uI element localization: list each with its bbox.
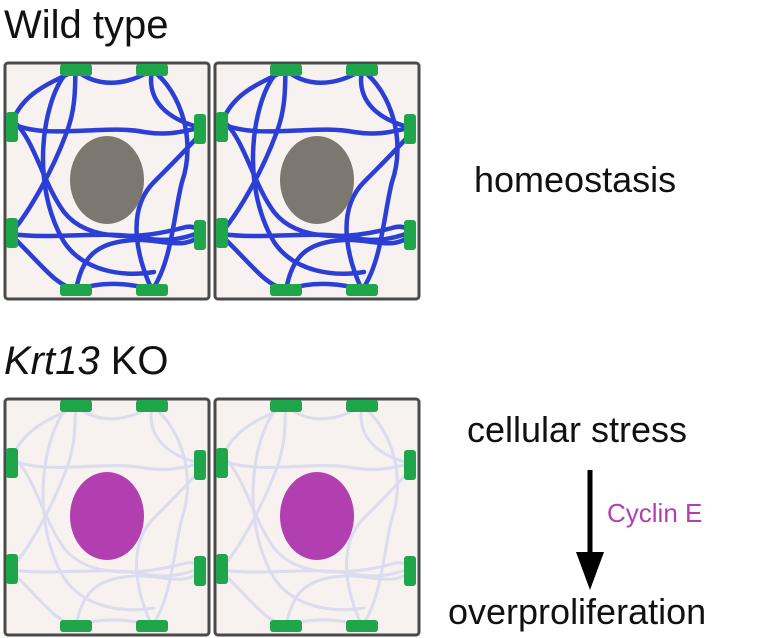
cell-junction xyxy=(270,400,302,412)
keratin-filament xyxy=(284,568,414,628)
knockout-title: Krt13 KO xyxy=(4,339,169,383)
cell-junction xyxy=(404,220,416,250)
nucleus xyxy=(280,136,354,224)
cell-junction xyxy=(60,284,92,296)
down-arrow xyxy=(576,470,604,590)
keratin-filament xyxy=(149,404,204,466)
cell-junction xyxy=(6,554,18,584)
keratin-filament xyxy=(345,466,414,628)
keratin-filament xyxy=(148,67,205,131)
keratin-filament xyxy=(73,231,205,293)
keratin-filament xyxy=(360,404,399,628)
cell-junction xyxy=(346,284,378,296)
cell-junction xyxy=(6,448,18,478)
overproliferation-label: overproliferation xyxy=(448,591,706,632)
keratin-filament xyxy=(10,566,204,578)
cell-junction xyxy=(194,220,206,250)
keratin-filament xyxy=(219,229,415,243)
keratin-filament xyxy=(359,404,414,466)
keratin-filament xyxy=(74,568,204,628)
keratin-filament xyxy=(220,566,414,578)
cell-junction xyxy=(194,556,206,586)
cell-junction xyxy=(60,400,92,412)
keratin-filament xyxy=(150,404,189,628)
cell-junction xyxy=(60,620,92,632)
wild-type-cell-left xyxy=(3,61,211,301)
nucleus xyxy=(70,136,144,224)
cell-junction xyxy=(404,556,416,586)
cell-junction xyxy=(6,218,18,248)
keratin-filament xyxy=(40,73,157,276)
keratin-filament xyxy=(344,129,415,293)
cell-junction xyxy=(346,400,378,412)
cell-junction xyxy=(216,218,228,248)
keratin-filament xyxy=(9,67,79,235)
nucleus xyxy=(280,472,354,560)
keratin-filament xyxy=(134,129,205,293)
cell-junction xyxy=(270,64,302,76)
keratin-filament xyxy=(250,73,367,276)
cell-junction xyxy=(346,620,378,632)
cell-junction xyxy=(404,114,416,144)
cell-junction xyxy=(404,450,416,480)
keratin-filament xyxy=(251,410,366,612)
homeostasis-label: homeostasis xyxy=(474,159,676,200)
keratin-filament xyxy=(9,229,205,243)
cell-junction xyxy=(216,448,228,478)
knockout-cell-right xyxy=(213,397,421,637)
knockout-gene-name: Krt13 xyxy=(4,339,100,383)
wild-type-title: Wild type xyxy=(4,3,169,47)
keratin-filament xyxy=(359,67,400,293)
keratin-filament xyxy=(283,231,415,293)
cell-junction xyxy=(136,284,168,296)
cell-junction xyxy=(136,620,168,632)
keratin-filament xyxy=(358,67,415,131)
cyclin-e-label: Cyclin E xyxy=(607,498,702,528)
cell-junction xyxy=(216,112,228,142)
keratin-filament xyxy=(220,404,288,570)
keratin-filament xyxy=(149,67,190,293)
keratin-filament xyxy=(41,410,156,612)
cell-junction xyxy=(216,554,228,584)
keratin-filament xyxy=(135,466,204,628)
cell-junction xyxy=(60,64,92,76)
cell-junction xyxy=(136,400,168,412)
keratin-filament xyxy=(219,67,289,235)
cellular-stress-label: cellular stress xyxy=(467,409,687,450)
cell-junction xyxy=(136,64,168,76)
cell-junction xyxy=(270,284,302,296)
cell-junction xyxy=(194,114,206,144)
cell-junction xyxy=(6,112,18,142)
cell-junction xyxy=(346,64,378,76)
knockout-suffix: KO xyxy=(100,339,169,383)
cell-junction xyxy=(194,450,206,480)
cell-junction xyxy=(270,620,302,632)
keratin-filament xyxy=(10,404,78,570)
wild-type-cell-right xyxy=(213,61,421,301)
knockout-cell-left xyxy=(3,397,211,637)
nucleus xyxy=(70,472,144,560)
